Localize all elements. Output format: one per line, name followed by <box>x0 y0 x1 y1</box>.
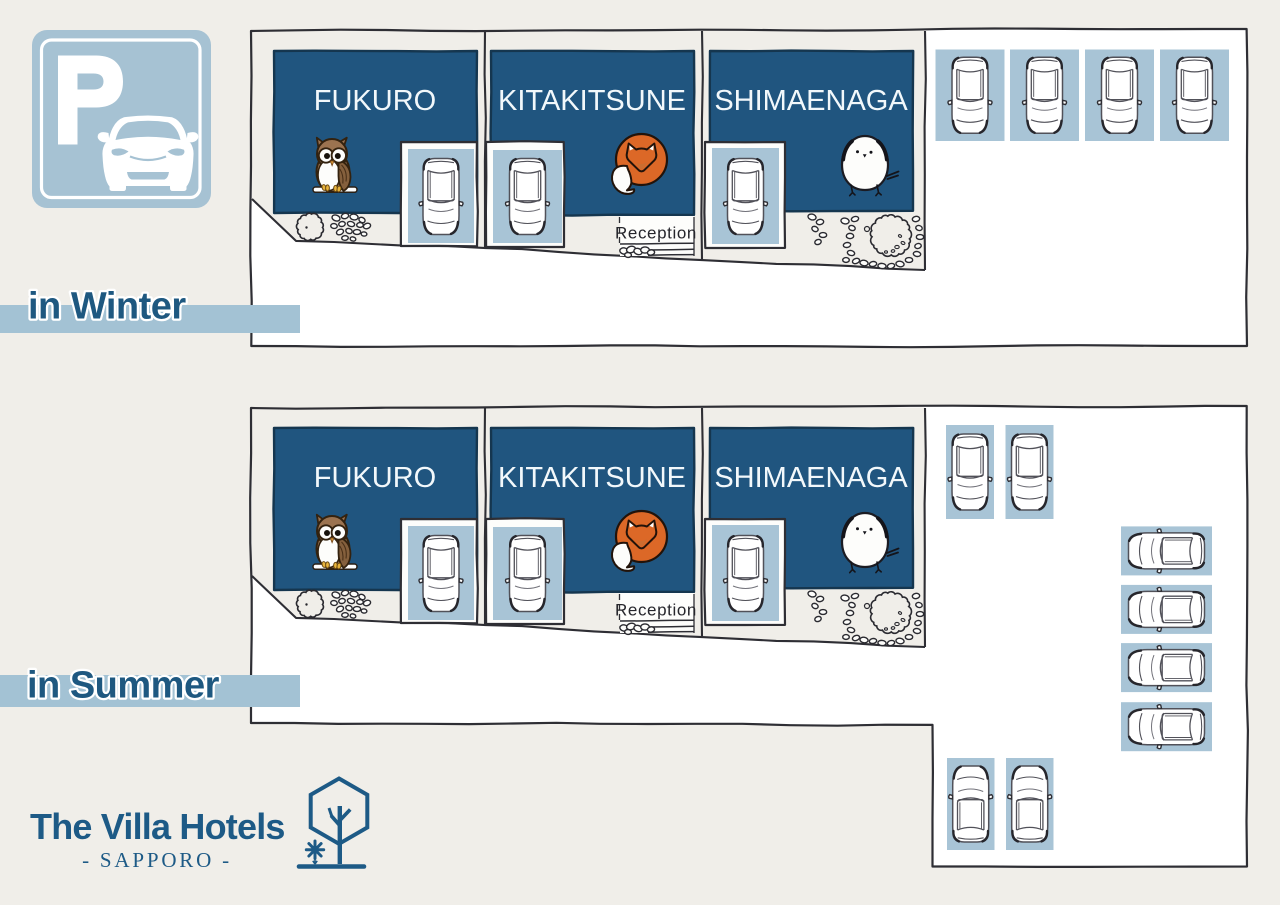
svg-text:SHIMAENAGA: SHIMAENAGA <box>714 85 908 117</box>
svg-text:in Winter: in Winter <box>28 286 186 328</box>
svg-text:FUKURO: FUKURO <box>314 85 436 117</box>
svg-text:Reception: Reception <box>615 224 697 243</box>
svg-text:in Summer: in Summer <box>27 665 220 707</box>
svg-text:- SAPPORO -: - SAPPORO - <box>82 848 232 872</box>
svg-text:KITAKITSUNE: KITAKITSUNE <box>498 85 686 117</box>
svg-text:The Villa Hotels: The Villa Hotels <box>30 806 285 847</box>
